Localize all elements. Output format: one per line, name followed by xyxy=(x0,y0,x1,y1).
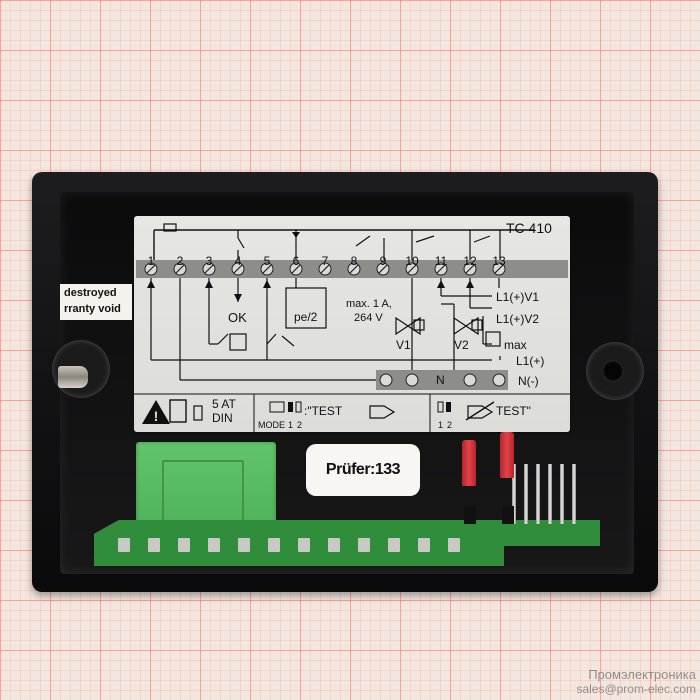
wiring-label-panel: ! TC 410 1 2 3 4 5 6 7 8 9 10 11 12 13 O… xyxy=(134,216,570,432)
mounting-screw xyxy=(58,366,88,388)
warranty-line-2: rranty void xyxy=(64,303,121,315)
terminal-9-label: 9 xyxy=(379,254,387,268)
model-label: TC 410 xyxy=(506,220,552,236)
pcb-contact xyxy=(448,538,460,552)
pcb-contact xyxy=(328,538,340,552)
pin-header-base xyxy=(502,506,514,524)
terminal-1-label: 1 xyxy=(147,254,155,268)
pressure-label: pe/2 xyxy=(294,310,318,324)
max-label: max xyxy=(504,338,527,352)
pcb-contact xyxy=(178,538,190,552)
valve-v1-label: V1 xyxy=(396,338,411,352)
right-switch-2-label: 2 xyxy=(447,420,453,430)
mode-jumper-2[interactable] xyxy=(500,432,514,478)
terminal-3-label: 3 xyxy=(205,254,213,268)
pcb-contact xyxy=(208,538,220,552)
terminal-2-label: 2 xyxy=(176,254,184,268)
tester-label: Prüfer:133 xyxy=(306,444,420,496)
mode-2-label: 2 xyxy=(297,420,303,430)
pcb-contact xyxy=(388,538,400,552)
terminal-13-label: 13 xyxy=(492,254,506,268)
pcb-contact xyxy=(118,538,130,552)
terminal-8-label: 8 xyxy=(350,254,358,268)
watermark-brand: Промэлектроника xyxy=(588,667,696,682)
terminal-10-label: 10 xyxy=(405,254,419,268)
neutral-label: N xyxy=(436,373,445,387)
fuse-line-1: 5 AT xyxy=(212,397,236,411)
right-mounting-hole xyxy=(602,360,624,382)
valve-v2-label: V2 xyxy=(454,338,469,352)
header-pin xyxy=(524,464,528,524)
wiring-diagram: ! xyxy=(134,223,570,432)
connector-latch xyxy=(162,460,244,528)
terminal-11-label: 11 xyxy=(434,254,448,268)
header-pin xyxy=(548,464,552,524)
header-pin xyxy=(512,464,516,524)
watermark: Промэлектроника sales@prom-elec.com xyxy=(502,668,696,698)
watermark-email: sales@prom-elec.com xyxy=(576,682,696,696)
pcb-contact xyxy=(298,538,310,552)
fuse-line-2: DIN xyxy=(212,411,233,425)
circuit-board-right xyxy=(500,520,600,546)
header-pin xyxy=(560,464,564,524)
terminal-7-label: 7 xyxy=(321,254,329,268)
mode-jumper-1[interactable] xyxy=(462,440,476,486)
header-pin xyxy=(536,464,540,524)
pcb-contact xyxy=(418,538,430,552)
terminal-4-label: 4 xyxy=(234,254,242,268)
warranty-line-1: destroyed xyxy=(64,287,117,299)
mode-label: MODE xyxy=(258,420,285,430)
mode-1-label: 1 xyxy=(288,420,294,430)
right-switch-1-label: 1 xyxy=(438,420,444,430)
pcb-contact xyxy=(268,538,280,552)
pcb-contact xyxy=(358,538,370,552)
rating-line-1: max. 1 A, xyxy=(346,298,392,310)
green-fuse-connector xyxy=(136,442,276,530)
terminal-5-label: 5 xyxy=(263,254,271,268)
l1-label: L1(+) xyxy=(516,354,545,368)
ok-label: OK xyxy=(228,310,247,325)
header-pin xyxy=(572,464,576,524)
svg-text:!: ! xyxy=(154,408,159,424)
pin-header-base xyxy=(464,506,476,524)
terminal-12-label: 12 xyxy=(463,254,477,268)
pcb-contact xyxy=(238,538,250,552)
test-left-text: :"TEST xyxy=(304,404,343,418)
test-right-text: TEST" xyxy=(496,404,531,418)
rating-line-2: 264 V xyxy=(354,312,383,324)
n-minus-label: N(-) xyxy=(518,374,539,388)
warranty-sticker: destroyed rranty void xyxy=(60,284,132,320)
l1-v1-label: L1(+)V1 xyxy=(496,290,540,304)
pcb-contact xyxy=(148,538,160,552)
l1-v2-label: L1(+)V2 xyxy=(496,312,540,326)
terminal-6-label: 6 xyxy=(292,254,300,268)
